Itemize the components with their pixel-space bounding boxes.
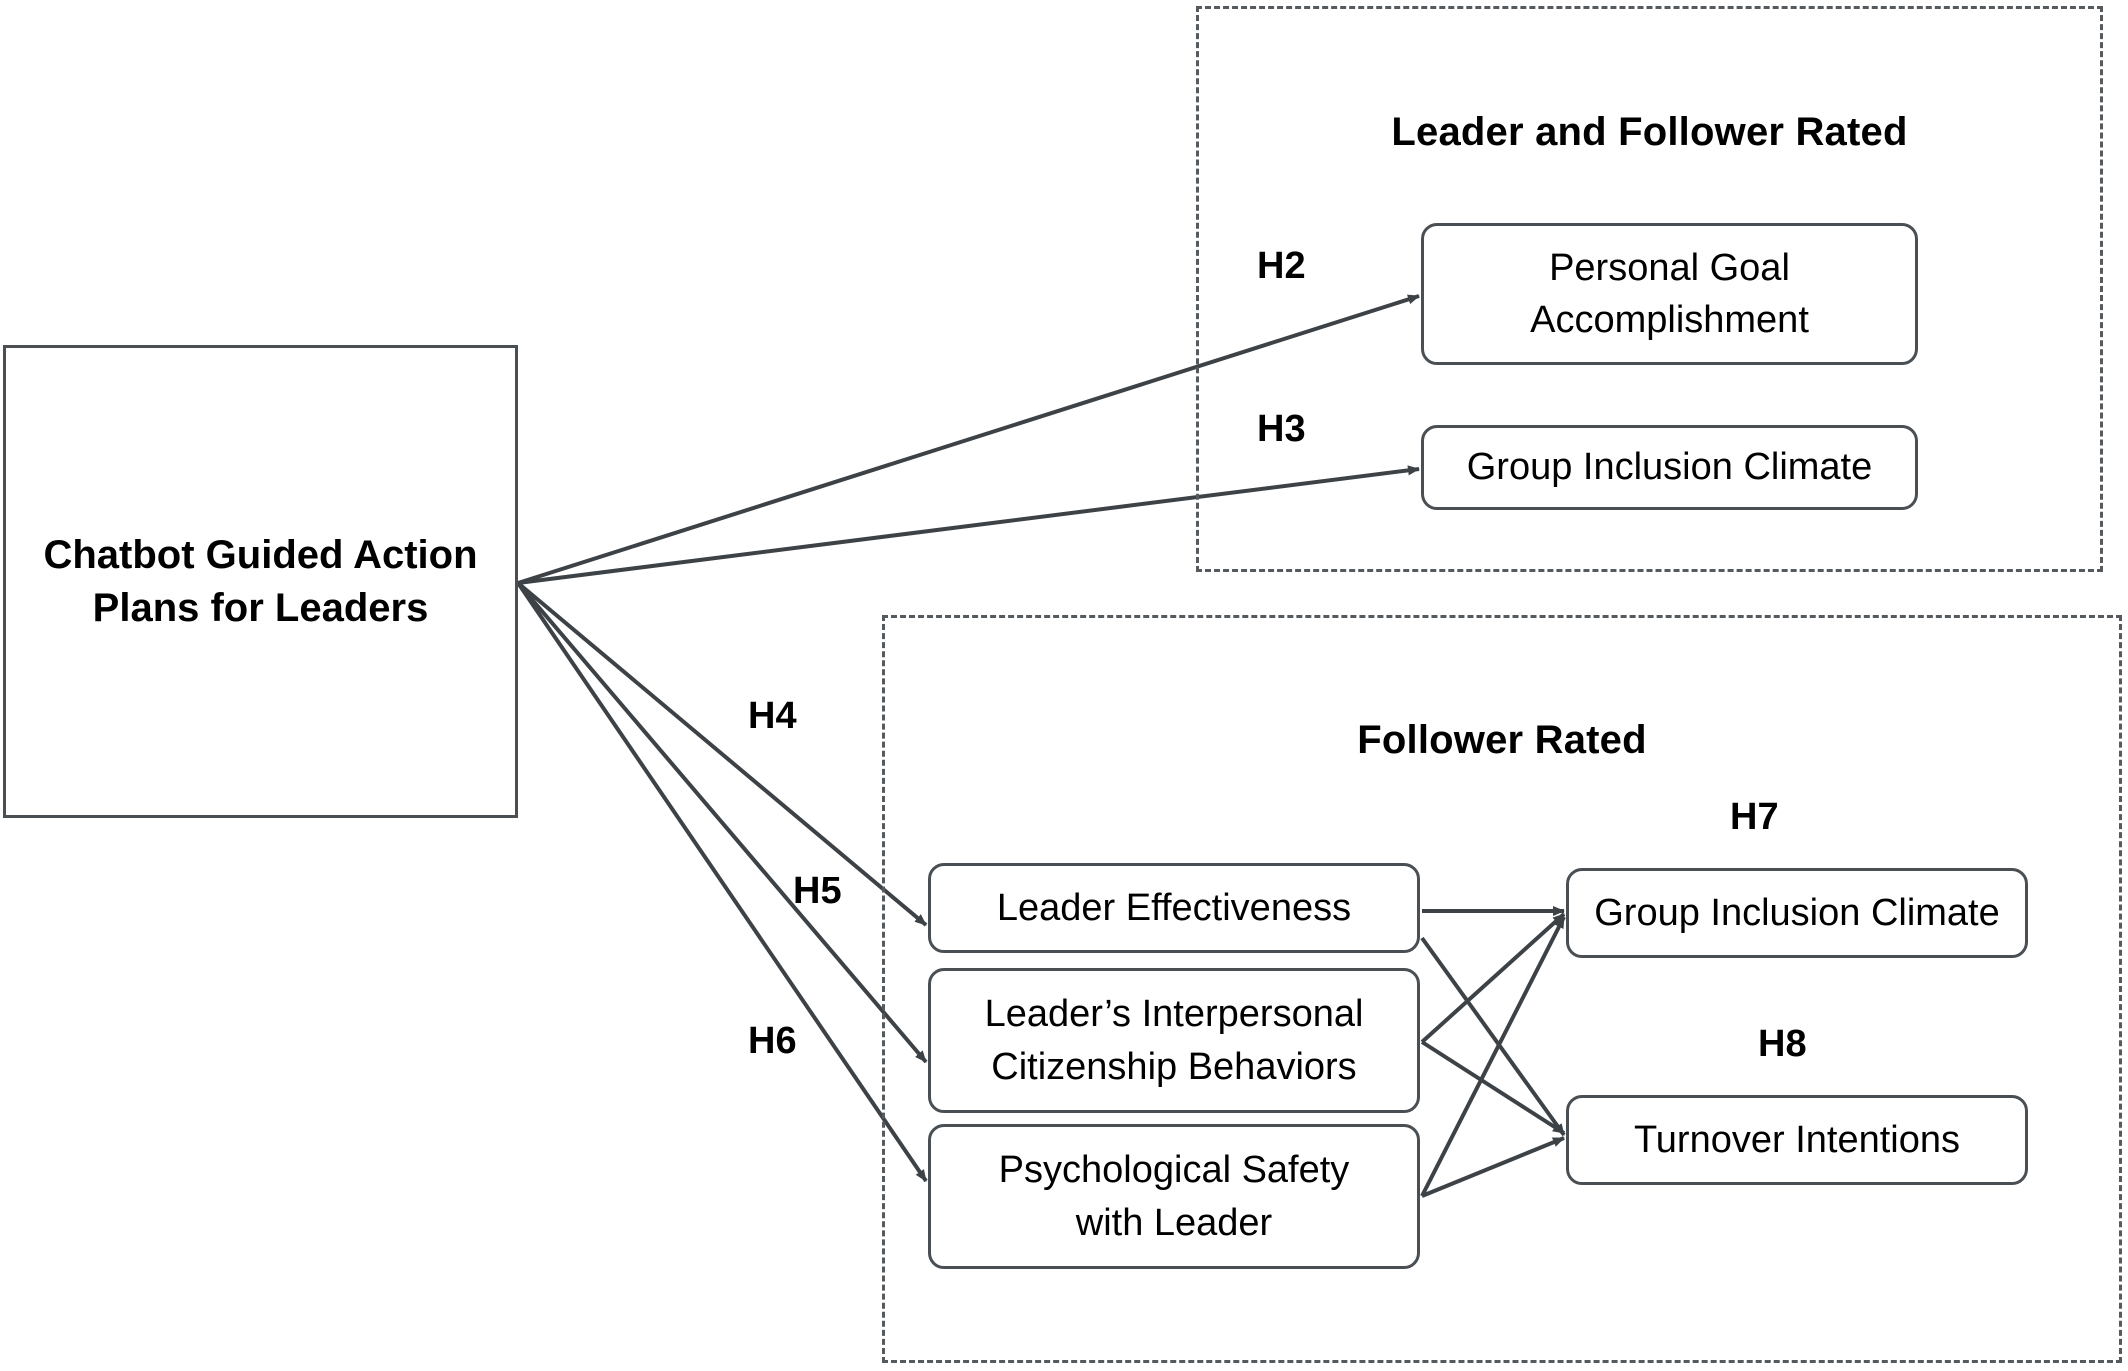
node-label: Psychological Safety with Leader <box>998 1149 1350 1244</box>
group-follower-rated <box>882 615 2122 1363</box>
group-leader-and-follower-rated <box>1196 6 2103 572</box>
node-group-inclusion-climate-bottom[interactable]: Group Inclusion Climate <box>1566 868 2028 958</box>
node-personal-goal-accomplishment[interactable]: Personal Goal Accomplishment <box>1421 223 1918 365</box>
edge-h5 <box>516 581 928 1064</box>
node-label: Leader’s Interpersonal Citizenship Behav… <box>984 993 1364 1088</box>
group-title-leader-and-follower-rated: Leader and Follower Rated <box>1391 110 1908 154</box>
edge-h3 <box>517 465 1420 585</box>
hypothesis-label-h5: H5 <box>793 870 842 912</box>
group-title-follower-rated: Follower Rated <box>1357 718 1647 762</box>
edge-h6 <box>516 581 928 1183</box>
node-label: Personal Goal Accomplishment <box>1530 246 1809 341</box>
edge-licb-to-ti <box>1420 1040 1566 1135</box>
node-label: Group Inclusion Climate <box>1466 446 1873 489</box>
node-label: Turnover Intentions <box>1634 1118 1960 1161</box>
edge-h4 <box>516 581 928 927</box>
node-psychological-safety-with-leader[interactable]: Psychological Safety with Leader <box>928 1124 1420 1269</box>
node-label: Group Inclusion Climate <box>1594 891 2000 934</box>
hypothesis-label-h4: H4 <box>748 695 797 737</box>
node-leaders-interpersonal-citizenship-behaviors[interactable]: Leader’s Interpersonal Citizenship Behav… <box>928 968 1420 1113</box>
node-turnover-intentions[interactable]: Turnover Intentions <box>1566 1095 2028 1185</box>
source-box-chatbot-guided-action-plans[interactable]: Chatbot Guided Action Plans for Leaders <box>3 345 518 818</box>
hypothesis-label-h2: H2 <box>1257 245 1306 287</box>
node-group-inclusion-climate-top[interactable]: Group Inclusion Climate <box>1421 425 1918 510</box>
hypothesis-label-h8: H8 <box>1758 1023 1807 1065</box>
hypothesis-label-h3: H3 <box>1257 408 1306 450</box>
edge-le-to-ti <box>1420 936 1566 1137</box>
hypothesis-label-h6: H6 <box>748 1020 797 1062</box>
edge-psl-to-ti <box>1421 1136 1565 1198</box>
edge-h2 <box>517 294 1420 585</box>
hypothesis-label-h7: H7 <box>1730 796 1779 838</box>
node-label: Leader Effectiveness <box>996 886 1352 929</box>
edge-licb-to-gic <box>1420 912 1566 1044</box>
node-leader-effectiveness[interactable]: Leader Effectiveness <box>928 863 1420 953</box>
edge-psl-to-gic <box>1420 916 1566 1197</box>
source-box-label: Chatbot Guided Action Plans for Leaders <box>43 532 478 630</box>
